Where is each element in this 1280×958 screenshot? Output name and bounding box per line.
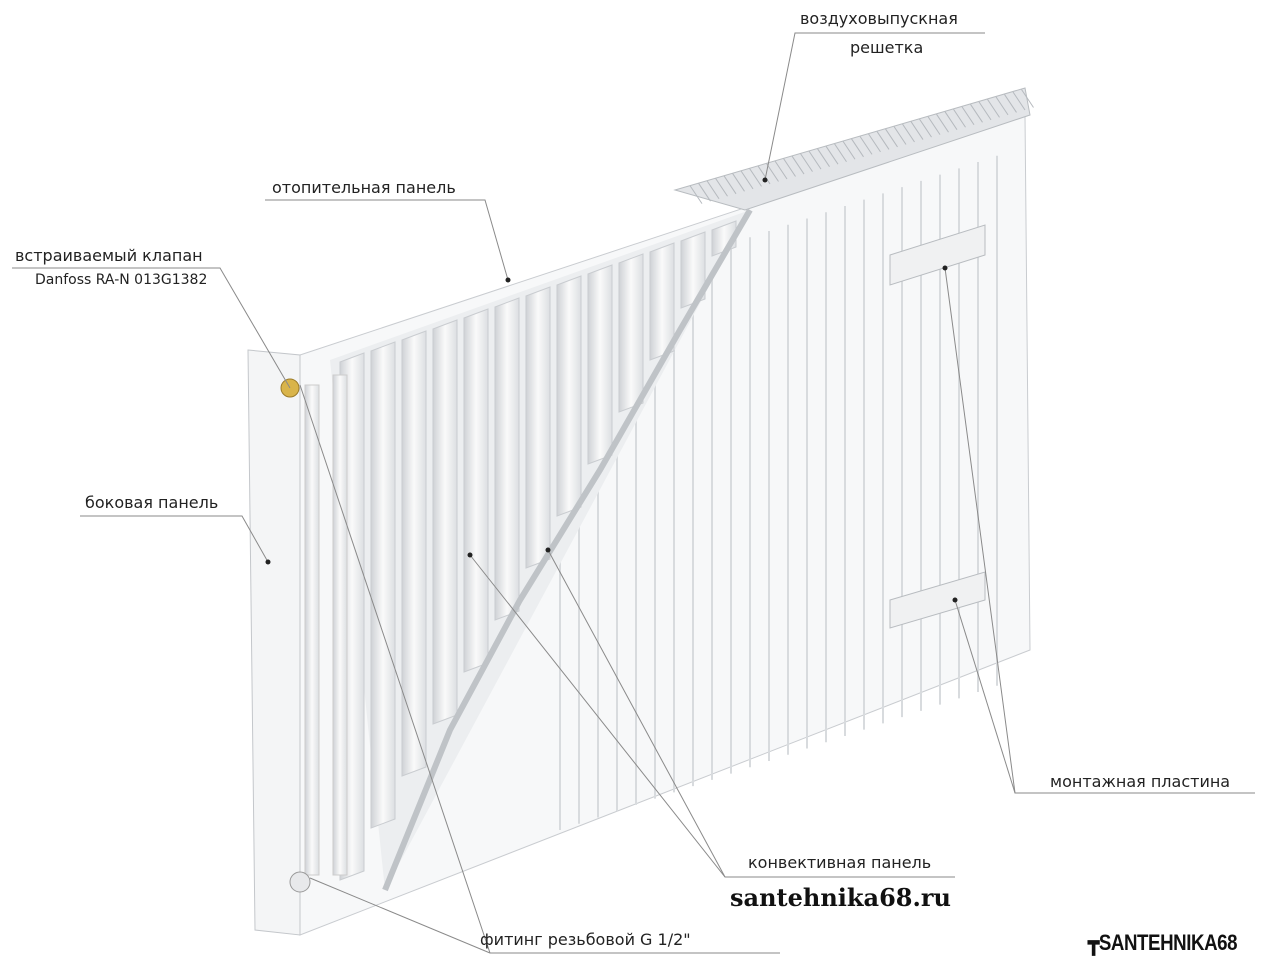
grille-slot bbox=[927, 116, 941, 135]
cut-edge bbox=[382, 208, 753, 892]
grille-slot bbox=[749, 168, 762, 187]
grille-slot bbox=[970, 104, 983, 123]
grille-slot bbox=[757, 165, 771, 185]
label-convection-panel: конвективная панель bbox=[748, 853, 932, 872]
leader-lines bbox=[12, 32, 1255, 954]
grille-slot bbox=[740, 170, 754, 190]
label-valve-model: Danfoss RA-N 013G1382 bbox=[35, 272, 208, 288]
convection-fin bbox=[494, 297, 520, 621]
grille-slot bbox=[893, 126, 907, 145]
grille-slot bbox=[944, 111, 958, 130]
convection-fin bbox=[525, 286, 551, 569]
logo: ┳SANTEHNIKA68 bbox=[1088, 930, 1238, 956]
label-valve: встраиваемый клапан bbox=[15, 246, 203, 265]
convection-fin bbox=[618, 253, 644, 413]
grille-slot bbox=[1004, 94, 1017, 113]
grille-slot bbox=[902, 123, 915, 143]
label-air-grille: воздуховыпускная bbox=[800, 9, 958, 28]
grille-slot bbox=[910, 121, 924, 140]
grille-slot bbox=[732, 173, 745, 192]
convection-fin bbox=[432, 319, 458, 725]
grille-slot bbox=[715, 177, 728, 197]
grille-slot bbox=[876, 131, 890, 150]
grille-slot bbox=[808, 150, 822, 170]
grille-slot bbox=[936, 113, 949, 133]
convection-fin bbox=[463, 308, 489, 673]
grille-slot bbox=[987, 99, 1000, 118]
convection-fin bbox=[401, 330, 427, 777]
convection-fin bbox=[587, 264, 613, 465]
label-mounting-plate: монтажная пластина bbox=[1050, 772, 1231, 791]
side-panel bbox=[247, 349, 301, 936]
grille-slot bbox=[1021, 89, 1034, 108]
convection-fin bbox=[370, 341, 396, 829]
grille-slot bbox=[689, 185, 703, 204]
grille-slot bbox=[766, 163, 779, 182]
grille-slot bbox=[995, 96, 1009, 116]
grille-slot bbox=[706, 180, 720, 199]
faucet-icon: ┳ bbox=[1088, 930, 1099, 955]
convection-fin bbox=[649, 242, 675, 361]
grille-slot bbox=[1012, 91, 1026, 111]
convection-fin bbox=[556, 275, 582, 517]
fitting-icon bbox=[289, 871, 311, 893]
label-side-panel: боковая панель bbox=[85, 493, 219, 512]
grille-slot bbox=[783, 158, 796, 177]
grille-slot bbox=[723, 175, 737, 195]
grille-slot bbox=[978, 101, 992, 121]
grille-slot bbox=[851, 138, 864, 158]
logo-text: SANTEHNIKA68 bbox=[1098, 930, 1238, 955]
grille-slot bbox=[791, 155, 805, 175]
grille-slot bbox=[885, 128, 898, 148]
convection-fin bbox=[680, 231, 706, 309]
grille-slot bbox=[834, 143, 847, 163]
pipe bbox=[304, 384, 320, 876]
grille-slot bbox=[817, 148, 830, 167]
grille-slot bbox=[698, 182, 711, 202]
grille-slot bbox=[800, 153, 813, 172]
label-heating-panel: отопительная панель bbox=[272, 178, 456, 197]
grille-slot bbox=[842, 141, 856, 160]
grille-slot bbox=[859, 136, 873, 155]
watermark-site: santehnika68.ru bbox=[730, 883, 951, 912]
grille-slot bbox=[953, 108, 966, 128]
grille-slot bbox=[825, 145, 839, 165]
grille-slot bbox=[961, 106, 975, 126]
grille-slot bbox=[774, 160, 788, 180]
grille-slot bbox=[868, 133, 881, 153]
mounting-plate-lower bbox=[889, 571, 986, 629]
mounting-plate-upper bbox=[889, 224, 986, 286]
label-air-grille-2: решетка bbox=[850, 38, 924, 57]
pipe bbox=[332, 374, 348, 876]
grille-slot bbox=[919, 118, 932, 138]
label-fitting: фитинг резьбовой G 1/2" bbox=[480, 930, 691, 949]
